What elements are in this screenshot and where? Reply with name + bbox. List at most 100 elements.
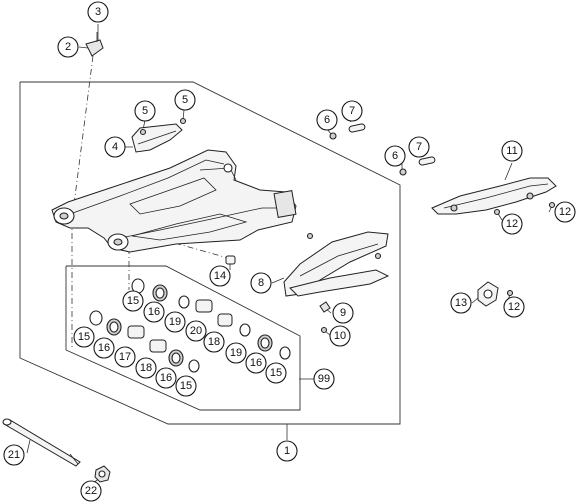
bracket-part-13 — [477, 281, 514, 307]
callout-18a: 18 — [203, 331, 225, 353]
callout-circle — [316, 109, 338, 131]
chain-slider-top-part — [131, 123, 183, 153]
callout-19b: 19 — [225, 342, 247, 364]
callout-circle — [114, 346, 136, 368]
callout-label: 12 — [559, 206, 571, 218]
callout-label: 10 — [334, 330, 346, 342]
callout-label: 12 — [508, 301, 520, 313]
callout-circle — [203, 331, 225, 353]
callout-circle — [143, 301, 165, 323]
fasteners-top — [139, 117, 436, 176]
callout-label: 15 — [78, 331, 90, 343]
callout-label: 19 — [230, 347, 242, 359]
callout-label: 9 — [340, 307, 346, 319]
callout-12b: 12 — [501, 213, 523, 235]
callout-label: 5 — [142, 105, 148, 117]
callout-circle — [93, 337, 115, 359]
callout-circle — [408, 136, 430, 158]
callout-circle — [209, 265, 231, 287]
callout-7a: 7 — [341, 100, 363, 122]
callout-label: 16 — [148, 306, 160, 318]
callout-label: 7 — [349, 105, 355, 117]
assembly-boundary-1 — [19, 81, 401, 425]
callout-17: 17 — [114, 346, 136, 368]
callout-circle — [57, 36, 79, 58]
callout-circle — [135, 357, 157, 379]
callout-6a: 6 — [316, 109, 338, 131]
callout-circle — [276, 440, 298, 462]
callout-label: 5 — [182, 94, 188, 106]
callout-circle — [80, 480, 102, 502]
callout-circle — [554, 201, 576, 223]
callout-circle — [122, 290, 144, 312]
callout-2: 2 — [57, 36, 79, 58]
chain-guide-bracket-part — [85, 32, 104, 57]
callout-11: 11 — [501, 140, 523, 162]
callout-15c: 15 — [73, 326, 95, 348]
callout-circle — [501, 213, 523, 235]
callout-circle — [332, 302, 354, 324]
callout-99: 99 — [313, 368, 335, 390]
callout-label: 16 — [160, 372, 172, 384]
callout-circle — [313, 368, 335, 390]
callout-6b: 6 — [384, 145, 406, 167]
callout-19a: 19 — [164, 311, 186, 333]
callout-15a: 15 — [122, 290, 144, 312]
callout-16a: 16 — [143, 301, 165, 323]
callout-7b: 7 — [408, 136, 430, 158]
callout-label: 2 — [65, 41, 71, 53]
callout-label: 16 — [250, 357, 262, 369]
callout-label: 21 — [8, 449, 20, 461]
callout-circle — [104, 136, 126, 158]
callout-label: 1 — [284, 445, 290, 457]
callout-16c: 16 — [93, 337, 115, 359]
callout-label: 14 — [214, 270, 226, 282]
callout-5b: 5 — [174, 89, 196, 111]
callout-label: 20 — [190, 325, 202, 337]
callout-label: 15 — [127, 295, 139, 307]
axle-nut-part-22 — [94, 465, 111, 483]
callout-label: 8 — [258, 277, 264, 289]
fasteners-9-10 — [319, 301, 331, 334]
callout-circle — [250, 272, 272, 294]
callout-circle — [450, 292, 472, 314]
callout-circle — [175, 375, 197, 397]
callout-22: 22 — [80, 480, 102, 502]
callout-21: 21 — [3, 444, 25, 466]
callout-label: 19 — [169, 316, 181, 328]
callout-circle — [341, 100, 363, 122]
callout-15d: 15 — [175, 375, 197, 397]
callout-label: 15 — [270, 367, 282, 379]
swingarm-body — [51, 149, 297, 253]
bearing-kit-boundary-99 — [65, 265, 301, 411]
callout-label: 13 — [455, 297, 467, 309]
callout-label: 11 — [506, 145, 517, 157]
leader-lines — [26, 24, 553, 484]
callout-circle — [3, 444, 25, 466]
callout-circle — [164, 311, 186, 333]
callout-circle — [503, 296, 525, 318]
callout-circle — [185, 320, 207, 342]
pivot-axle-part-21 — [2, 418, 81, 467]
bearing-kit-parts — [89, 278, 291, 373]
callout-label: 6 — [392, 150, 398, 162]
callout-label: 15 — [180, 380, 192, 392]
callout-circle — [501, 140, 523, 162]
callout-circle — [155, 367, 177, 389]
callout-label: 22 — [85, 485, 97, 497]
callout-4: 4 — [104, 136, 126, 158]
callout-circle — [73, 326, 95, 348]
callout-16d: 16 — [155, 367, 177, 389]
chain-guard-part-11 — [431, 177, 557, 216]
callout-circle — [87, 1, 109, 23]
callout-circle — [384, 145, 406, 167]
callout-label: 7 — [416, 141, 422, 153]
callout-label: 18 — [208, 336, 220, 348]
callout-13: 13 — [450, 292, 472, 314]
callout-5a: 5 — [134, 100, 156, 122]
callout-circle — [225, 342, 247, 364]
callout-circle — [174, 89, 196, 111]
callout-label: 12 — [506, 218, 518, 230]
